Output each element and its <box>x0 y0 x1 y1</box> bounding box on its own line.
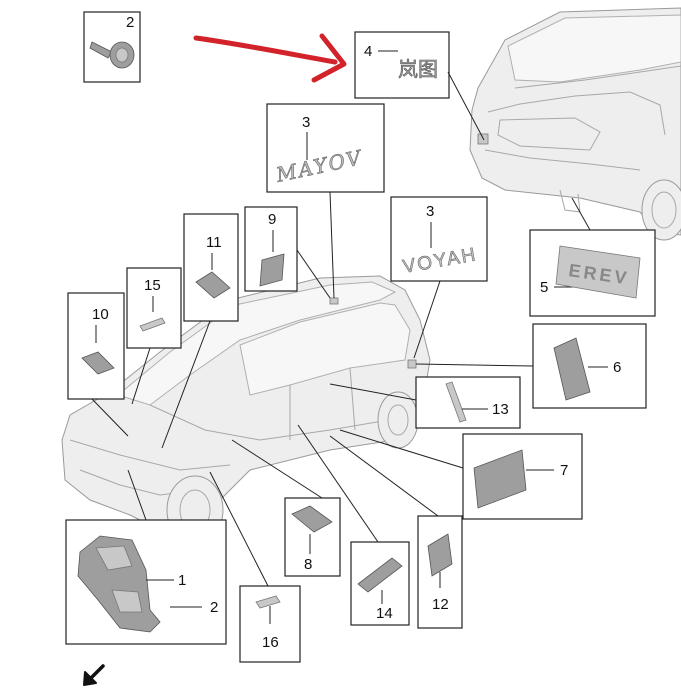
direction-arrow-icon <box>83 664 105 686</box>
callout-box-13: 13 <box>329 376 521 429</box>
part-6-pad <box>553 337 591 401</box>
chinese-badge: 岚图 <box>398 57 438 81</box>
plate-part <box>555 245 641 299</box>
callout-number: 16 <box>262 634 279 651</box>
callout-box-9: 9 <box>244 206 331 299</box>
part-15-strip <box>139 317 166 332</box>
callout-box-2-clip: 2 <box>83 11 141 83</box>
callout-box-8: 8 <box>231 439 341 577</box>
part-14-pad <box>357 557 403 593</box>
callout-box-15: 15 <box>126 267 182 405</box>
callout-number: 7 <box>560 462 568 479</box>
callout-box-16: 16 <box>209 471 301 663</box>
callout-box-5-plate: 5 EREV <box>529 197 656 317</box>
callout-box-7: 7 <box>339 429 583 520</box>
callout-box-3-wordmark: 3 VOYAH <box>390 196 488 359</box>
callout-number: 5 <box>540 279 548 296</box>
callout-number: 11 <box>206 234 222 251</box>
callout-number: 15 <box>144 277 161 294</box>
part-8-pad <box>291 505 333 533</box>
part-11-pad <box>195 271 231 299</box>
callout-number: 3 <box>426 203 434 220</box>
part-13-strip <box>445 381 467 423</box>
callout-box-14: 14 <box>297 424 410 626</box>
callout-number: 2 <box>210 599 218 616</box>
callout-box-12: 12 <box>329 435 463 629</box>
part-16-strip <box>255 595 281 609</box>
callout-number: 2 <box>126 14 134 31</box>
callout-number: 8 <box>304 556 312 573</box>
bracket-part <box>77 535 161 633</box>
callout-number: 3 <box>302 114 310 131</box>
callout-number: 6 <box>613 359 621 376</box>
callout-number: 12 <box>432 596 449 613</box>
callout-number: 4 <box>364 43 372 60</box>
callout-box-10: 10 <box>67 292 129 437</box>
callout-number: 10 <box>92 306 109 323</box>
callout-box-1-bracket: 1 2 <box>65 469 227 645</box>
callout-box-4-badge: 4 岚图 <box>354 31 485 141</box>
arrow-icon <box>193 33 347 83</box>
part-12-pad <box>427 533 453 577</box>
callout-number: 13 <box>492 401 509 418</box>
callout-box-11: 11 <box>161 213 239 449</box>
callout-number: 9 <box>268 211 276 228</box>
callout-number: 14 <box>376 605 393 622</box>
callout-box-6: 6 <box>415 323 647 409</box>
clip-part <box>89 41 135 69</box>
part-10-pad <box>81 351 115 375</box>
callout-box-3-model-script: 3 MAYOV <box>266 103 385 299</box>
rear-car-view <box>469 7 681 241</box>
part-9-pad <box>259 253 285 287</box>
callout-number: 1 <box>178 572 186 589</box>
part-7-pad <box>473 449 527 509</box>
